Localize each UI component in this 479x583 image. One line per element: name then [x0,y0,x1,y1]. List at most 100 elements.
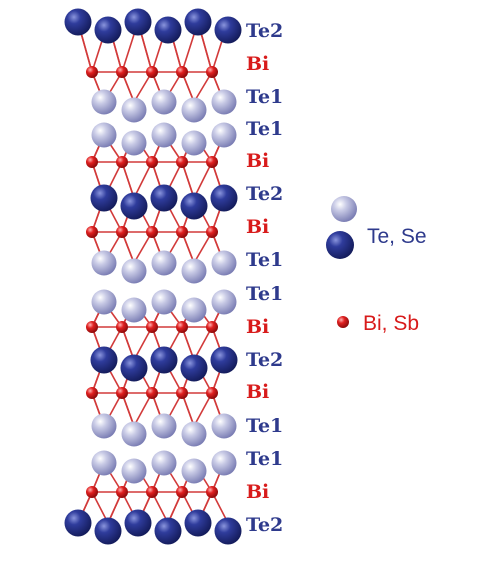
bi-atom [146,486,158,498]
te-dark-atom [64,8,92,36]
te-light-atom [211,289,237,315]
bi-atom [86,156,98,168]
bi-atom [146,387,158,399]
te-light-atom [151,122,177,148]
layer-label: Te1 [246,448,283,470]
bond-line [193,161,213,199]
te-dark-atom [64,509,92,537]
legend-bi-sb-label: Bi, Sb [363,312,419,335]
legend-bi-atom-icon [337,316,349,328]
te-light-atom [211,250,237,276]
te-dark-atom [214,517,242,545]
bi-atom [176,156,188,168]
te-dark-atom [210,346,238,374]
bi-atom [206,226,218,238]
layer-label: Te1 [246,415,283,437]
bi-atom [86,486,98,498]
te-dark-atom [154,16,182,44]
bond-line [181,161,195,199]
te-dark-atom [184,509,212,537]
bi-atom [116,486,128,498]
te-light-atom [211,122,237,148]
bond-line [121,161,135,199]
bi-atom [116,66,128,78]
te-light-atom [211,413,237,439]
bi-atom [86,321,98,333]
te-light-atom [181,458,207,484]
bi-atom [206,321,218,333]
te-light-atom [151,89,177,115]
bond-line [133,326,153,361]
te-dark-atom [94,517,122,545]
layer-label: Bi [246,381,269,403]
te-dark-atom [120,354,148,382]
te-light-atom [91,122,117,148]
te-dark-atom [94,16,122,44]
te-light-atom [91,250,117,276]
bi-atom [146,321,158,333]
te-light-atom [151,413,177,439]
layer-label: Te2 [246,183,283,205]
te-light-atom [181,421,207,447]
legend: Te, Se Bi, Sb [326,196,427,335]
bi-atom [116,226,128,238]
layer-label: Te1 [246,249,283,271]
te-dark-atom [150,184,178,212]
te-dark-atom [184,8,212,36]
layer-label: Bi [246,53,269,75]
layer-label: Te1 [246,118,283,140]
layer-labels: Te2 Bi Te1 Te1 Bi Te2 Bi Te1 Te1 Bi Te2 … [246,20,283,536]
bi-atom [176,66,188,78]
te-light-atom [151,450,177,476]
te-light-atom [91,89,117,115]
te-dark-atom [180,354,208,382]
bi-atom [206,486,218,498]
bi-atom [116,321,128,333]
layer-label: Te2 [246,20,283,42]
atomic-structure [64,8,242,545]
te-light-atom [151,289,177,315]
bi-atom [206,66,218,78]
layer-label: Te2 [246,514,283,536]
bi-atom [176,321,188,333]
te-light-atom [121,421,147,447]
te-light-atom [91,450,117,476]
bi-atom [176,486,188,498]
te-light-atom [121,97,147,123]
te-dark-atom [124,8,152,36]
te-light-atom [151,250,177,276]
te-dark-atom [120,192,148,220]
te-light-atom [211,450,237,476]
te-light-atom [121,130,147,156]
te-dark-atom [180,192,208,220]
bi-atom [206,387,218,399]
bi-atom [86,226,98,238]
te-light-atom [181,130,207,156]
bi-atom [116,156,128,168]
layer-label: Te1 [246,283,283,305]
te-dark-atom [210,184,238,212]
te-dark-atom [90,346,118,374]
atom-layer-group [64,8,242,545]
te-light-atom [181,258,207,284]
bi-atom [146,156,158,168]
bond-line [193,326,213,361]
te-light-atom [91,289,117,315]
legend-te-light-atom-icon [331,196,357,222]
legend-te-dark-atom-icon [326,231,354,259]
te-light-atom [91,413,117,439]
bi-atom [146,226,158,238]
layer-label: Bi [246,216,269,238]
te-dark-atom [90,184,118,212]
bond-line [133,392,153,427]
bi-atom [86,66,98,78]
layer-label: Bi [246,481,269,503]
bi-atom [116,387,128,399]
te-dark-atom [124,509,152,537]
te-dark-atom [154,517,182,545]
bi-atom [146,66,158,78]
te-light-atom [181,297,207,323]
layer-label: Bi [246,150,269,172]
bi-atom [206,156,218,168]
